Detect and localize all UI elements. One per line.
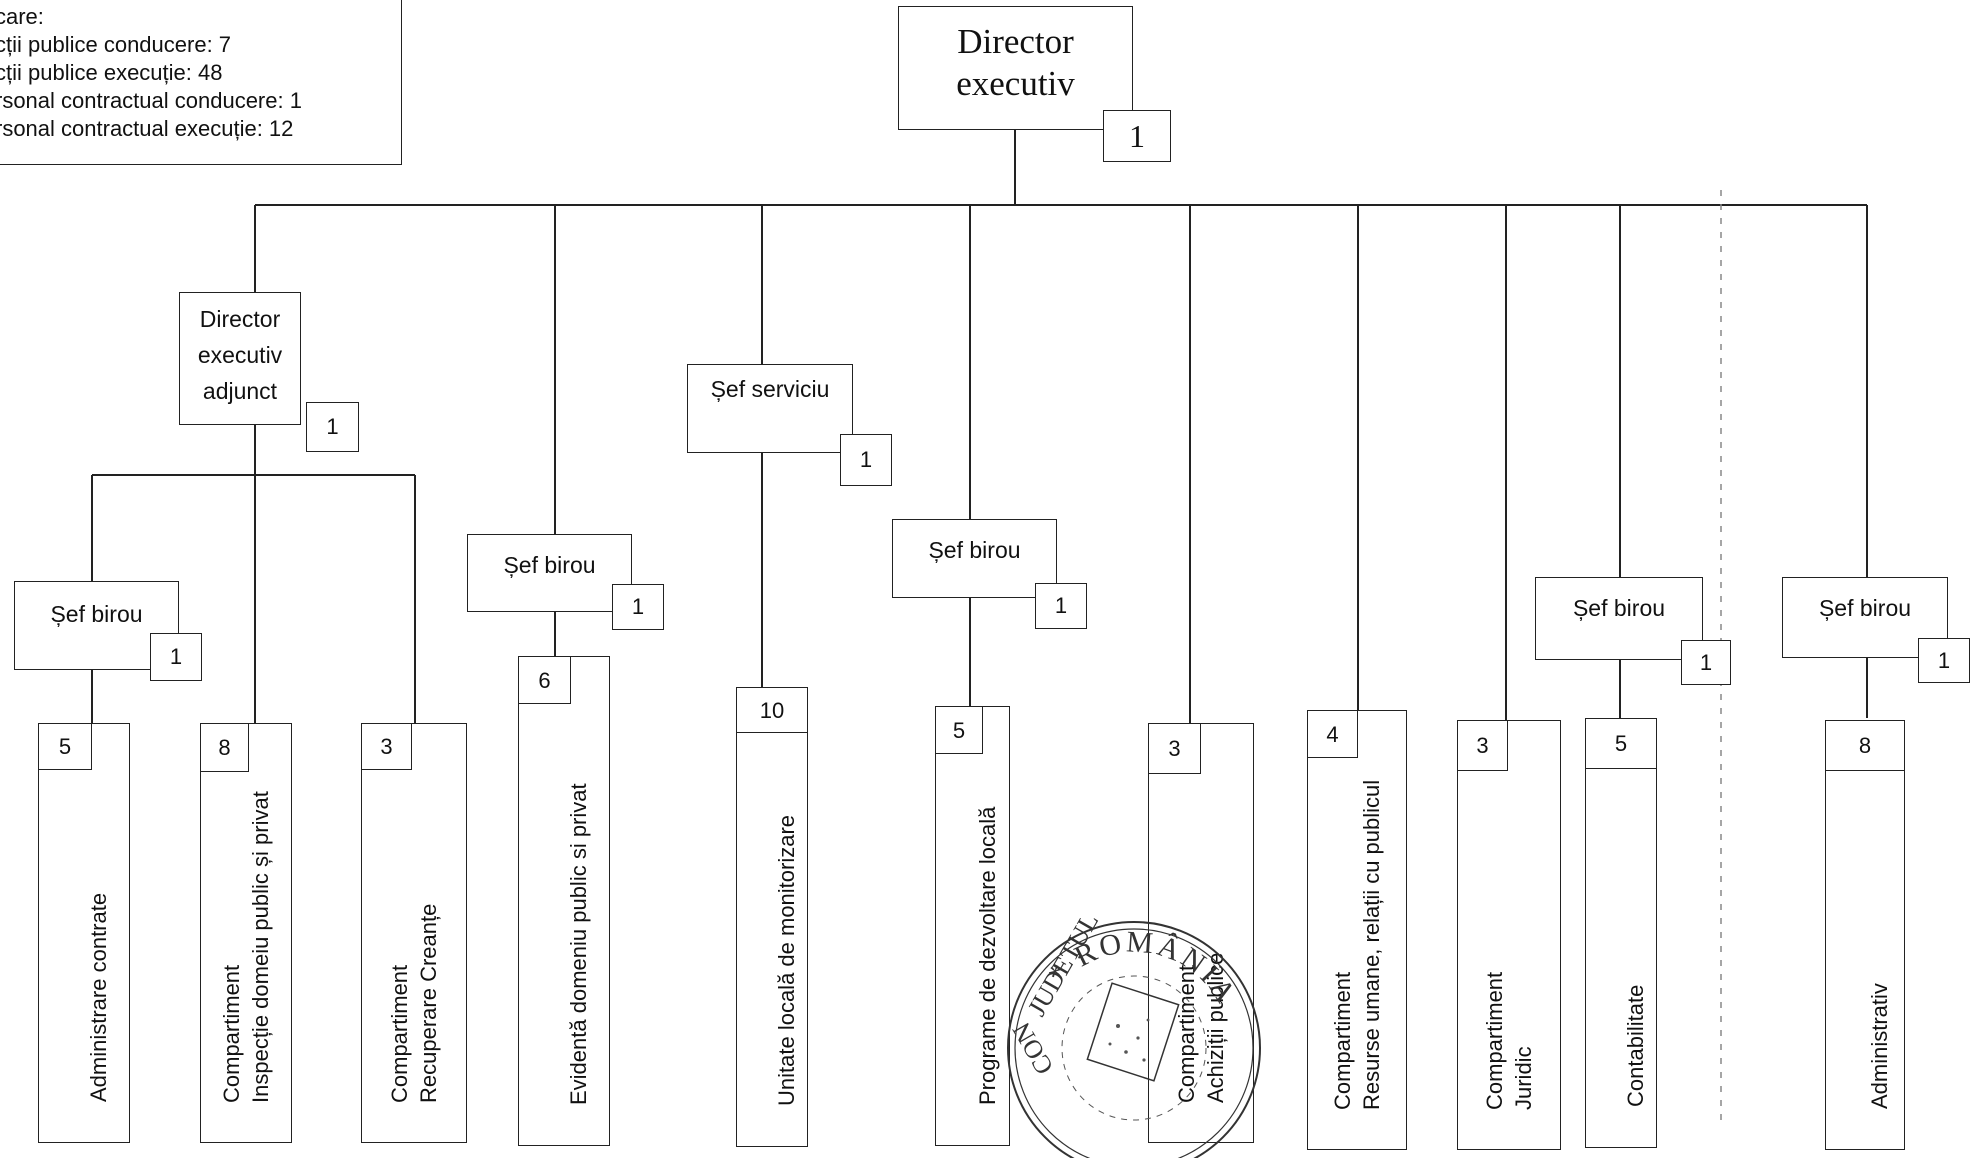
legend-line: care:	[0, 4, 44, 29]
deputy-director-box: Director executiv adjunct	[179, 292, 301, 425]
department-column: 3 Compartiment Juridic	[1457, 720, 1561, 1150]
department-count: 3	[1149, 724, 1201, 774]
department-column: 5 Programe de dezvoltare locală	[935, 706, 1010, 1146]
department-count: 8	[201, 724, 249, 772]
department-label: Administrativ	[1867, 983, 1892, 1109]
department-count: 5	[936, 707, 983, 754]
head-of-service-box: Șef serviciu	[687, 364, 853, 453]
department-count: 4	[1308, 711, 1358, 758]
department-column: 6 Evidentă domeniu public si privat	[518, 656, 610, 1146]
legend-line: rsonal contractual execuție: 12	[0, 116, 294, 141]
department-label: Contabilitate	[1623, 984, 1648, 1107]
deputy-director-count: 1	[306, 402, 359, 452]
office-head-title: Șef birou	[1818, 595, 1912, 621]
office-head-count: 1	[1918, 638, 1970, 683]
department-column: 3 Compartiment Recuperare Creanțe	[361, 723, 467, 1143]
office-head-box: Șef birou	[467, 534, 632, 612]
legend-line: rsonal contractual conducere: 1	[0, 88, 302, 113]
office-head-title: Șef birou	[928, 537, 1021, 563]
head-of-service-title: Șef serviciu	[710, 376, 830, 402]
department-label-line2: Recuperare Creanțe	[416, 903, 441, 1103]
executive-director-count: 1	[1103, 110, 1171, 162]
department-column: 5 Administrare contrate	[38, 723, 130, 1143]
department-column: 8 Compartiment Inspecție domeiu public ș…	[200, 723, 292, 1143]
connector-lines	[91, 130, 1868, 1128]
office-head-title: Șef birou	[50, 601, 143, 627]
department-column: 10 Unitate locală de monitorizare	[736, 687, 808, 1147]
department-count: 3	[1458, 721, 1508, 771]
department-count: 6	[519, 657, 571, 704]
department-label-line2: Achiziții publice	[1203, 952, 1228, 1103]
staff-legend: care: cții publice conducere: 7 cții pub…	[0, 0, 402, 165]
office-head-box: Șef birou	[1535, 577, 1703, 660]
department-count: 5	[1586, 719, 1656, 769]
department-count: 8	[1826, 721, 1904, 771]
deputy-director-title: Director executiv adjunct	[197, 306, 283, 404]
executive-director-box: Director executiv	[898, 6, 1133, 130]
department-label: Compartiment	[1482, 971, 1507, 1110]
department-column: 5 Contabilitate	[1585, 718, 1657, 1148]
department-label: Administrare contrate	[86, 892, 111, 1102]
executive-director-title: Director executiv	[956, 22, 1075, 103]
office-head-count: 1	[612, 584, 664, 630]
office-head-count: 1	[1681, 640, 1731, 685]
legend-line: cții publice conducere: 7	[0, 32, 232, 57]
office-head-title: Șef birou	[1572, 595, 1666, 621]
department-label-line2: Inspecție domeiu public și privat	[248, 791, 273, 1103]
department-label: Compartiment	[219, 964, 244, 1103]
head-of-service-count: 1	[840, 434, 892, 486]
department-count: 10	[737, 688, 807, 733]
department-label: Compartiment	[387, 964, 412, 1103]
department-label: Programe de dezvoltare locală	[974, 806, 1000, 1105]
department-label: Unitate locală de monitorizare	[774, 814, 799, 1106]
office-head-count: 1	[1035, 583, 1087, 629]
department-column: 8 Administrativ	[1825, 720, 1905, 1150]
department-label: Compartiment	[1330, 971, 1355, 1110]
department-label: Evidentă domeniu public si privat	[566, 783, 591, 1105]
department-count: 5	[39, 724, 92, 770]
department-column: 3 Compartiment Achiziții publice	[1148, 723, 1254, 1143]
department-column: 4 Compartiment Resurse umane, relații cu…	[1307, 710, 1407, 1150]
department-count: 3	[362, 724, 412, 770]
legend-line: cții publice execuție: 48	[0, 60, 223, 85]
department-label-line2: Resurse umane, relații cu publicul	[1359, 779, 1384, 1110]
department-label-line2: Juridic	[1511, 1046, 1536, 1110]
department-label: Compartiment	[1174, 964, 1199, 1103]
office-head-count: 1	[150, 633, 202, 681]
office-head-title: Șef birou	[503, 552, 596, 578]
office-head-box: Șef birou	[892, 519, 1057, 598]
